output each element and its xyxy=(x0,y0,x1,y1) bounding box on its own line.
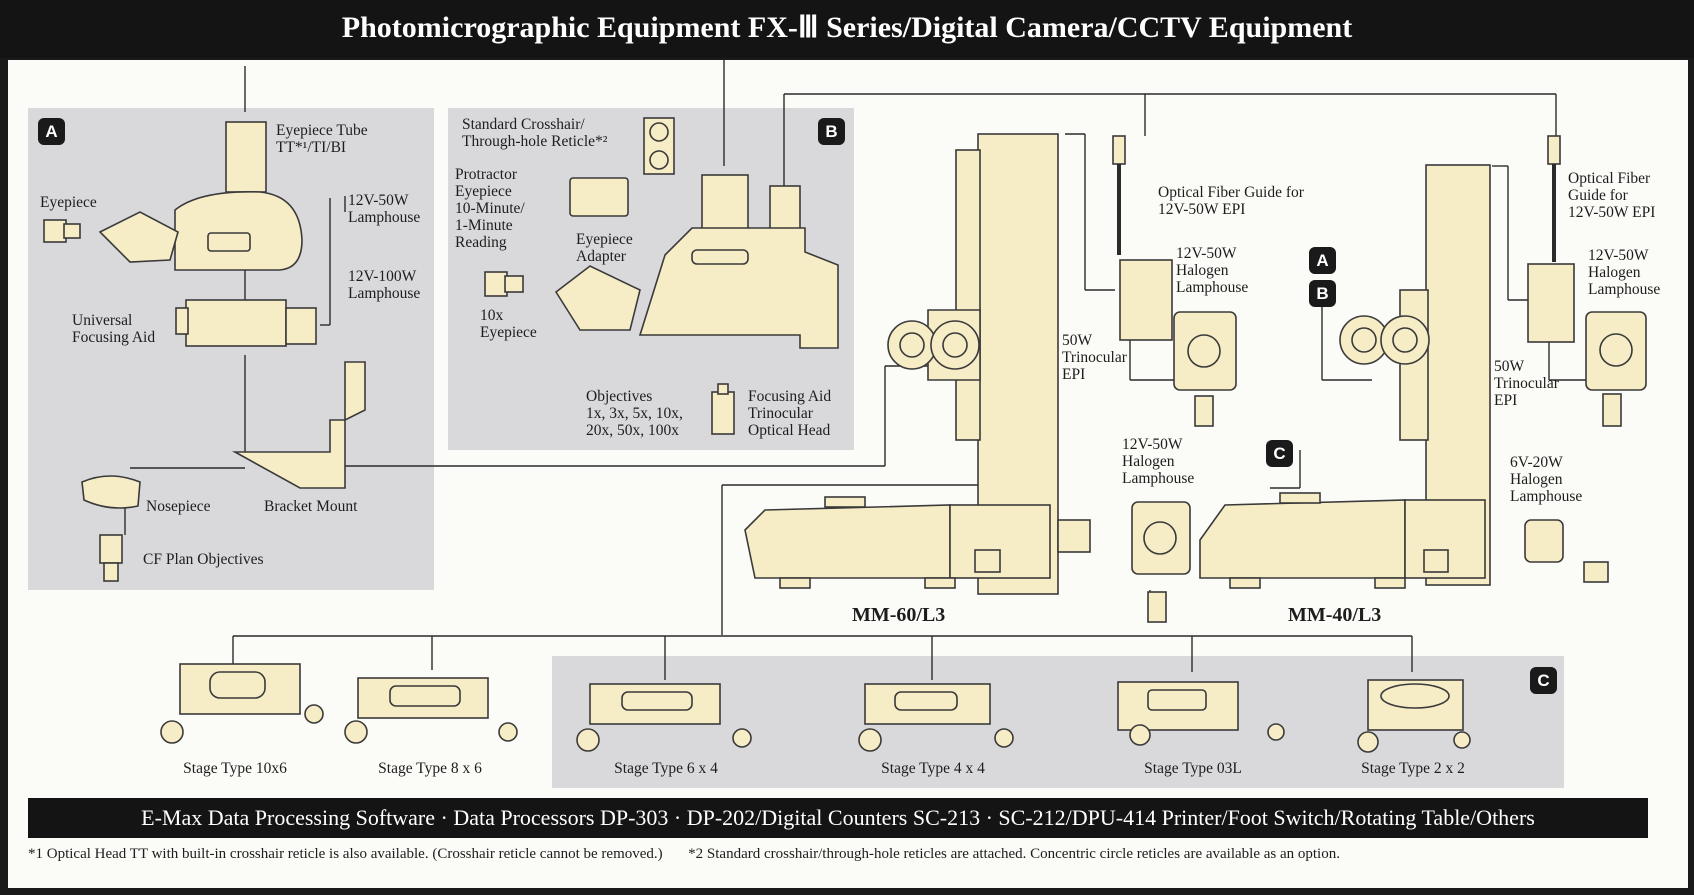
mm40-model-label: MM-40/L3 xyxy=(1288,604,1382,626)
badge-a-mm40: A xyxy=(1309,247,1336,274)
mm40-halogen-6v-label: 6V-20W Halogen Lamphouse xyxy=(1510,454,1583,505)
mm-40-microscope-drawing xyxy=(1199,135,1647,589)
protractor-eyepiece-label: Protractor Eyepiece 10-Minute/ 1-Minute … xyxy=(455,166,525,251)
eyepiece-tube-label: Eyepiece Tube TT*¹/TI/BI xyxy=(276,122,368,156)
stage-10x6-drawing xyxy=(160,663,324,744)
protractor-eyepiece-drawing xyxy=(569,177,629,217)
badge-c-stages: C xyxy=(1530,667,1557,694)
stage-label: Stage Type 10x6 xyxy=(183,760,287,777)
eyepiece-label: Eyepiece xyxy=(40,194,97,211)
mm60-fiber-guide-label: Optical Fiber Guide for 12V-50W EPI xyxy=(1158,184,1304,218)
stage-drawings xyxy=(160,663,1471,753)
mm40-halogen-label: 12V-50W Halogen Lamphouse xyxy=(1588,247,1661,298)
universal-focusing-aid-drawing xyxy=(175,299,317,347)
lamphouse-50w-label: 12V-50W Lamphouse xyxy=(348,192,421,226)
badge-b-mm40: B xyxy=(1309,280,1336,307)
bracket-mount-drawing xyxy=(231,361,366,489)
footnote-1: *1 Optical Head TT with built-in crossha… xyxy=(28,846,663,862)
badge-a: A xyxy=(38,118,65,145)
stage-8x6-drawing xyxy=(344,677,518,744)
mm60-model-label: MM-60/L3 xyxy=(852,604,946,626)
software-bar: E-Max Data Processing Software · Data Pr… xyxy=(28,798,1648,838)
focusing-aid-trinocular-label: Focusing Aid Trinocular Optical Head xyxy=(748,388,832,439)
mm-60-microscope-drawing xyxy=(744,133,1237,623)
objectives-label: Objectives 1x, 3x, 5x, 10x, 20x, 50x, 10… xyxy=(586,388,683,439)
stage-2x2-drawing xyxy=(1357,679,1471,753)
mm60-trinocular-label: 50W Trinocular EPI xyxy=(1062,332,1127,383)
footnotes: *1 Optical Head TT with built-in crossha… xyxy=(28,846,1668,863)
objective-drawing xyxy=(99,534,123,582)
page-title: Photomicrographic Equipment FX-Ⅲ Series/… xyxy=(0,0,1694,58)
mm40-trinocular-label: 50W Trinocular EPI xyxy=(1494,358,1559,409)
badge-b: B xyxy=(818,118,845,145)
lamphouse-100w-label: 12V-100W Lamphouse xyxy=(348,268,421,302)
reticle-drawing xyxy=(643,117,675,175)
stage-4x4-drawing xyxy=(858,683,1014,752)
stage-6x4-drawing xyxy=(576,683,752,752)
stage-label: Stage Type 4 x 4 xyxy=(881,760,985,777)
trinocular-head-drawing xyxy=(554,174,839,435)
badge-c-mm40: C xyxy=(1266,440,1293,467)
eyepiece-10x-label: 10x Eyepiece xyxy=(480,307,537,341)
mm40-fiber-guide-label: Optical Fiber Guide for 12V-50W EPI xyxy=(1568,170,1656,221)
stage-label: Stage Type 2 x 2 xyxy=(1361,760,1465,777)
stage-03l-drawing xyxy=(1117,681,1285,746)
stage-label: Stage Type 6 x 4 xyxy=(614,760,718,777)
eyepiece-tube-drawing xyxy=(43,121,303,271)
footnote-2: *2 Standard crosshair/through-hole retic… xyxy=(688,846,1340,862)
cf-plan-objectives-label: CF Plan Objectives xyxy=(143,551,264,568)
universal-focusing-aid-label: Universal Focusing Aid xyxy=(72,312,156,346)
stage-label: Stage Type 8 x 6 xyxy=(378,760,482,777)
stage-label: Stage Type 03L xyxy=(1144,760,1242,777)
eyepiece-10x-drawing xyxy=(484,271,524,297)
reticle-label: Standard Crosshair/ Through-hole Reticle… xyxy=(462,116,608,150)
nosepiece-drawing xyxy=(81,475,141,509)
mm60-halogen-bottom-label: 12V-50W Halogen Lamphouse xyxy=(1122,436,1195,487)
connector-lines xyxy=(124,60,1590,680)
mm60-halogen-label: 12V-50W Halogen Lamphouse xyxy=(1176,245,1249,296)
bracket-mount-label: Bracket Mount xyxy=(264,498,358,515)
eyepiece-adapter-label: Eyepiece Adapter xyxy=(576,231,633,265)
nosepiece-label: Nosepiece xyxy=(146,498,211,515)
